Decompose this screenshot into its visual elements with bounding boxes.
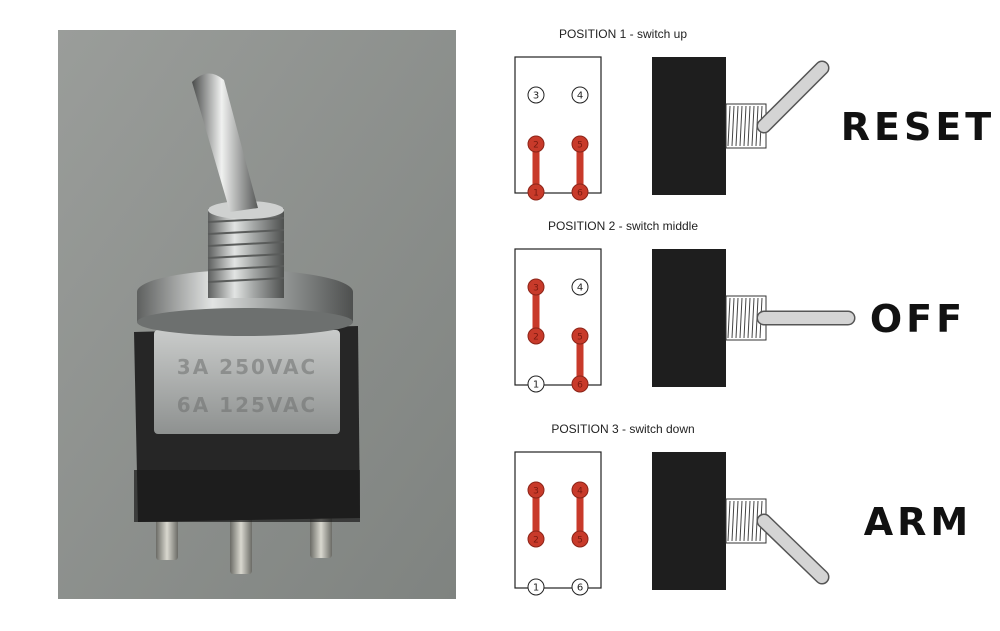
switch-body-side	[652, 452, 726, 590]
switch-lever	[758, 62, 828, 132]
spring-coil	[735, 500, 739, 542]
pin-2-circle	[527, 135, 545, 153]
pin-connection-bar	[532, 144, 540, 192]
pin-5-circle	[571, 530, 589, 548]
spring-coil	[735, 105, 739, 147]
threaded-bushing	[208, 208, 284, 298]
pin-5-label: 5	[577, 333, 583, 343]
pin-1-circle	[527, 375, 545, 393]
pin-2-circle	[527, 327, 545, 345]
spring-coil	[747, 297, 751, 339]
pin-4-circle	[571, 481, 589, 499]
spring-coil	[735, 297, 739, 339]
spring-coil	[727, 105, 731, 147]
toggle-lever	[192, 73, 258, 212]
pin-2-label: 2	[533, 141, 539, 151]
spring-coil	[743, 105, 747, 147]
pin-6-circle	[571, 578, 589, 596]
mounting-nut-bottom	[137, 308, 353, 336]
position-2: POSITION 2 - switch middle 1 2 3 4 5 6 OFF	[514, 219, 966, 393]
position-3: POSITION 3 - switch down 1 2 3 4 5 6 ARM	[514, 422, 972, 596]
switch-body-side	[652, 57, 726, 195]
pin-1-label: 1	[533, 380, 539, 391]
pin-3-label: 3	[533, 487, 539, 497]
pin-connection-bar	[532, 287, 540, 336]
position-title: POSITION 3 - switch down	[551, 422, 694, 436]
spring-coil	[743, 297, 747, 339]
pin-2-label: 2	[533, 536, 539, 546]
pin-3-circle	[527, 278, 545, 296]
pin-connection-bar	[576, 490, 584, 539]
spring-coil	[727, 500, 731, 542]
state-label: ARM	[864, 500, 972, 544]
spring-coil	[731, 297, 735, 339]
pin-6-circle	[571, 183, 589, 201]
state-label: RESET	[841, 105, 995, 149]
toggle-switch-photo: 3A 250VAC 6A 125VAC	[58, 30, 456, 599]
thread-lines	[207, 217, 285, 283]
spring-coil	[727, 297, 731, 339]
rating-plate	[154, 330, 340, 434]
spring-coil	[747, 500, 751, 542]
pin-3-label: 3	[533, 284, 539, 294]
spring-coil	[751, 500, 755, 542]
spring-coil	[747, 105, 751, 147]
pin-6-label: 6	[577, 189, 583, 199]
position-1: POSITION 1 - switch up 1 2 3 4 5 6 RESET	[514, 27, 995, 201]
pin-5-label: 5	[577, 141, 583, 151]
pin-4-circle	[571, 86, 589, 104]
switch-lever	[758, 515, 828, 583]
pin-connection-bar	[576, 144, 584, 192]
pin-3-circle	[527, 481, 545, 499]
pin-layout-box	[514, 248, 602, 386]
pin-2-label: 2	[533, 333, 539, 343]
pin-1-label: 1	[533, 189, 539, 199]
rating-line-2: 6A 125VAC	[177, 393, 317, 417]
pin-6-label: 6	[577, 381, 583, 391]
pin-connection-bar	[576, 336, 584, 384]
pin-6-label: 6	[577, 583, 583, 594]
body-shadow-edge	[134, 470, 360, 522]
spring-coil	[731, 500, 735, 542]
pin-5-circle	[571, 135, 589, 153]
pin-3-label: 3	[533, 91, 539, 102]
pin-layout-box	[514, 451, 602, 589]
switch-body-side	[652, 249, 726, 387]
spring-coil	[751, 297, 755, 339]
pin-layout-box	[514, 56, 602, 194]
spring-coil	[751, 105, 755, 147]
pin-3-circle	[527, 86, 545, 104]
bushing-top	[208, 201, 284, 219]
pin-5-circle	[571, 327, 589, 345]
pin-1-circle	[527, 183, 545, 201]
pin-1-label: 1	[533, 583, 539, 594]
spring-coil	[743, 500, 747, 542]
pin-connection-bar	[532, 490, 540, 539]
pin-1-circle	[527, 578, 545, 596]
pin-4-label: 4	[577, 91, 583, 102]
pin-2-circle	[527, 530, 545, 548]
pin-4-label: 4	[577, 283, 583, 294]
rating-line-1: 3A 250VAC	[177, 355, 317, 379]
spring-coil	[731, 105, 735, 147]
pin-4-circle	[571, 278, 589, 296]
terminal-pin	[230, 508, 252, 574]
pin-6-circle	[571, 375, 589, 393]
spring-coil	[739, 297, 743, 339]
spring-coil	[739, 105, 743, 147]
state-label: OFF	[870, 297, 966, 341]
pin-4-label: 4	[577, 487, 583, 497]
position-title: POSITION 2 - switch middle	[548, 219, 698, 233]
pin-5-label: 5	[577, 536, 583, 546]
position-title: POSITION 1 - switch up	[559, 27, 687, 41]
spring-coil	[739, 500, 743, 542]
